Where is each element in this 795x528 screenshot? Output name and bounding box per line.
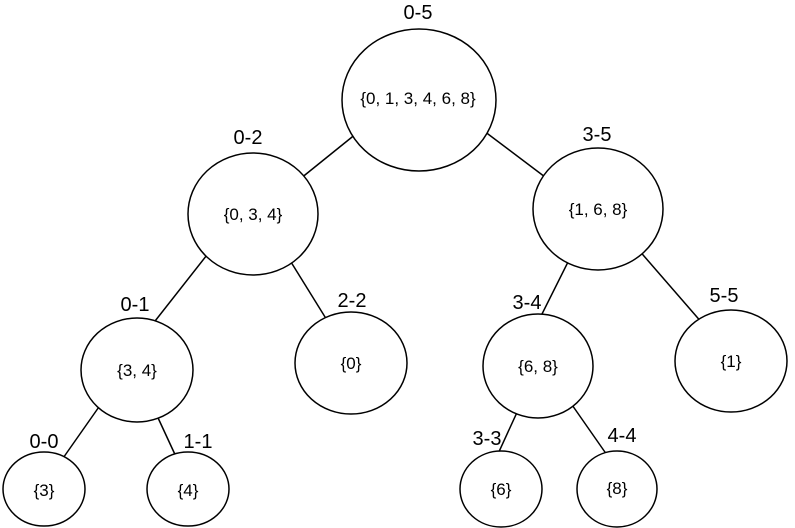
tree-edge-3-5-to-5-5 [636, 247, 704, 325]
node-range-label-5-5: 5-5 [710, 285, 739, 307]
tree-edge-0-2-to-0-1 [147, 245, 215, 331]
node-range-label-2-2: 2-2 [338, 290, 367, 312]
tree-edge-0-1-to-0-0 [60, 403, 102, 462]
node-range-label-1-1: 1-1 [184, 431, 213, 453]
node-circle-5-5 [674, 309, 788, 413]
tree-node-0-0: 0-0 {3} [2, 431, 86, 527]
tree-node-3-5: 3-5 {1, 6, 8} [532, 124, 664, 271]
tree-edge-3-4-to-3-3 [496, 407, 520, 457]
tree-node-3-4: 3-4 {6, 8} [482, 292, 594, 419]
tree-node-4-4: 4-4 {8} [576, 425, 658, 528]
node-range-label-0-2: 0-2 [234, 127, 263, 149]
node-circle-3-3 [459, 450, 543, 528]
tree-edge-3-4-to-4-4 [569, 401, 608, 456]
node-set-label-5-5: {1} [721, 352, 742, 371]
tree-node-0-1: 0-1 {3, 4} [80, 294, 194, 423]
tree-node-3-3: 3-3 {6} [459, 428, 543, 528]
tree-node-0-2: 0-2 {0, 3, 4} [187, 127, 319, 276]
node-set-label-3-3: {6} [491, 480, 512, 499]
tree-edge-0-2-to-2-2 [285, 253, 331, 326]
node-range-label-3-4: 3-4 [513, 292, 542, 314]
node-circle-3-5 [532, 147, 664, 271]
node-set-label-2-2: {0} [341, 354, 362, 373]
node-circle-0-2 [187, 152, 319, 276]
node-range-label-4-4: 4-4 [608, 425, 637, 447]
node-circle-0-1 [80, 317, 194, 423]
tree-edge-3-5-to-3-4 [537, 253, 573, 323]
tree-edge-0-5-to-3-5 [479, 127, 550, 181]
tree-edges [60, 127, 704, 462]
node-set-label-0-0: {3} [34, 481, 55, 500]
node-set-label-0-2: {0, 3, 4} [224, 205, 283, 224]
node-range-label-3-3: 3-3 [473, 428, 502, 450]
node-circle-2-2 [294, 311, 408, 415]
node-range-label-3-5: 3-5 [583, 124, 612, 146]
node-set-label-1-1: {4} [178, 481, 199, 500]
node-circle-0-0 [2, 451, 86, 527]
tree-edge-0-5-to-0-2 [294, 128, 363, 184]
node-set-label-3-4: {6, 8} [518, 357, 558, 376]
tree-node-1-1: 1-1 {4} [146, 431, 230, 527]
node-set-label-4-4: {8} [607, 479, 628, 498]
node-range-label-0-1: 0-1 [121, 294, 150, 316]
node-set-label-0-1: {3, 4} [117, 361, 157, 380]
tree-node-0-5: 0-5 {0, 1, 3, 4, 6, 8} [341, 2, 497, 172]
node-range-label-0-5: 0-5 [404, 2, 433, 24]
node-circle-3-4 [482, 313, 594, 419]
tree-node-5-5: 5-5 {1} [674, 285, 788, 413]
node-circle-0-5 [341, 28, 497, 172]
node-set-label-3-5: {1, 6, 8} [569, 200, 628, 219]
node-circle-4-4 [576, 450, 658, 528]
node-circle-1-1 [146, 451, 230, 527]
node-range-label-0-0: 0-0 [30, 431, 59, 453]
tree-node-2-2: 2-2 {0} [294, 290, 408, 415]
node-set-label-0-5: {0, 1, 3, 4, 6, 8} [360, 89, 476, 108]
